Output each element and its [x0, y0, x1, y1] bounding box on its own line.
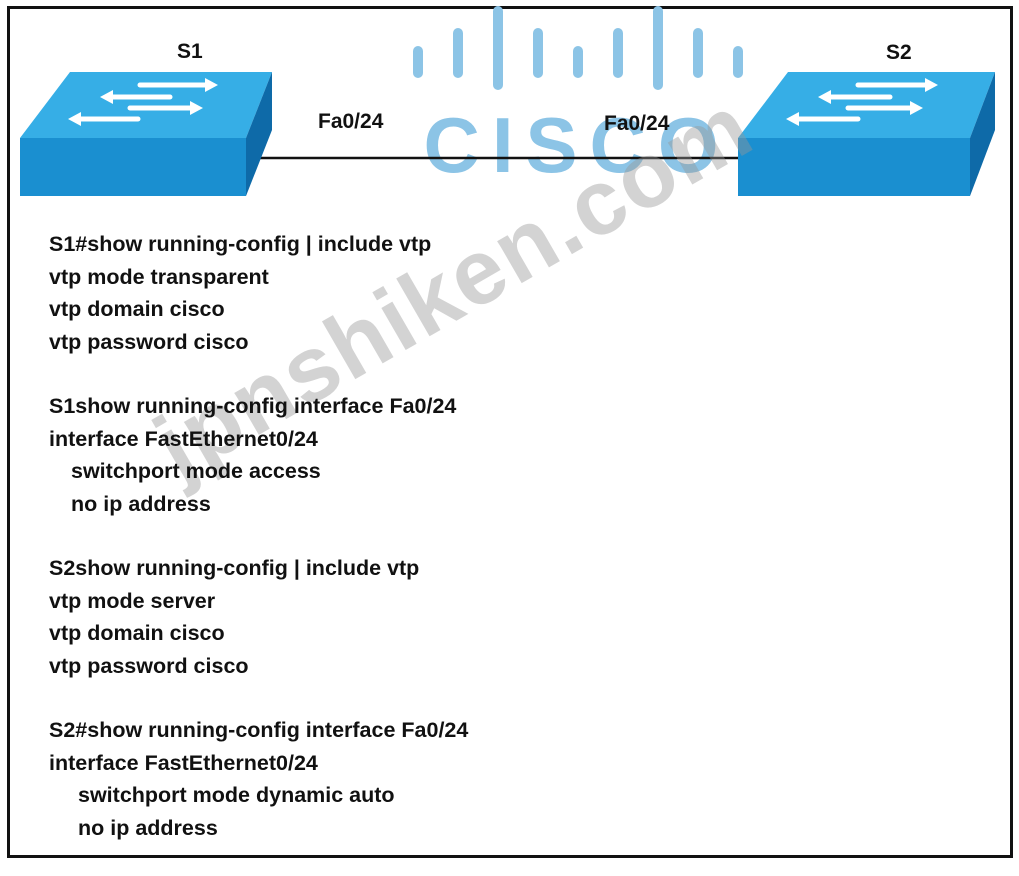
cli-config-output: S1#show running-config | include vtp vtp…: [49, 228, 468, 876]
cli-line: vtp password cisco: [49, 653, 249, 678]
cli-line: switchport mode access: [71, 459, 321, 483]
cli-line: S1#show running-config | include vtp: [49, 232, 432, 256]
cli-line: interface FastEthernet0/24: [49, 426, 318, 451]
cli-line: vtp domain cisco: [49, 621, 225, 645]
cli-line: S2#show running-config interface Fa0/24: [49, 718, 469, 742]
cisco-logo-bars: [413, 6, 743, 90]
s1-port-label: Fa0/24: [318, 110, 384, 133]
cli-line: vtp password cisco: [49, 329, 249, 354]
config-block-s2-vtp: S2show running-config | include vtp vtp …: [49, 552, 468, 682]
cli-line: S2show running-config | include vtp: [49, 556, 420, 580]
cli-line: interface FastEthernet0/24: [49, 750, 318, 775]
config-block-s1-vtp: S1#show running-config | include vtp vtp…: [49, 228, 468, 358]
s2-port-label: Fa0/24: [604, 112, 670, 135]
config-block-s2-interface: S2#show running-config interface Fa0/24 …: [49, 714, 468, 844]
cli-line: switchport mode dynamic auto: [78, 783, 395, 807]
cisco-logo-text: CISCO: [423, 101, 730, 185]
cli-line: vtp mode transparent: [49, 264, 269, 289]
cli-line: S1show running-config interface Fa0/24: [49, 394, 457, 418]
cli-line: no ip address: [71, 491, 211, 516]
cli-line: no ip address: [78, 815, 218, 840]
diagram-frame: [7, 6, 1013, 858]
cisco-logo-watermark: CISCO: [413, 6, 743, 185]
switch-s2-icon: [738, 72, 995, 196]
cli-line: vtp domain cisco: [49, 297, 225, 321]
switch-s2-label: S2: [886, 41, 912, 64]
switch-s1-label: S1: [177, 40, 203, 63]
network-topology: [20, 72, 995, 196]
cli-line: vtp mode server: [49, 588, 216, 613]
config-block-s1-interface: S1show running-config interface Fa0/24 i…: [49, 390, 468, 520]
switch-s1-icon: [20, 72, 272, 196]
